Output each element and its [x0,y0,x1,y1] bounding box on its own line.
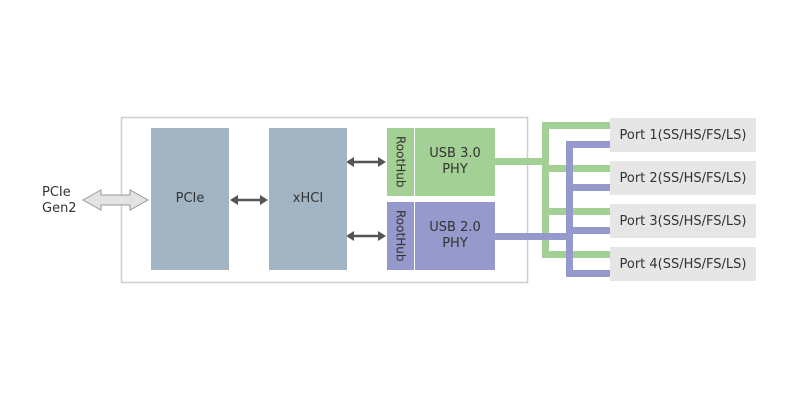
port-3-label: Port 3(SS/HS/FS/LS) [619,213,747,229]
pcie-gen2-label-line2: Gen2 [42,201,77,216]
xhci-usb3-arrow [346,157,386,167]
usb3-phy-block: USB 3.0 PHY [415,128,495,196]
usb3-roothub-label: RootHub [393,136,408,188]
pcie-gen2-label: PCIe Gen2 [42,185,77,217]
port-4-label: Port 4(SS/HS/FS/LS) [619,256,747,272]
port-2: Port 2(SS/HS/FS/LS) [610,161,756,195]
xhci-usb2-arrow [346,231,386,241]
usb2-phy-label-line1: USB 2.0 [429,220,481,235]
port-4: Port 4(SS/HS/FS/LS) [610,247,756,281]
usb2-roothub: RootHub [387,202,414,270]
port-1: Port 1(SS/HS/FS/LS) [610,118,756,152]
port-2-label: Port 2(SS/HS/FS/LS) [619,170,747,186]
usb2-phy-label-line2: PHY [442,236,468,251]
pcie-xhci-arrow [230,195,268,205]
port-3: Port 3(SS/HS/FS/LS) [610,204,756,238]
xhci-block-label: xHCI [292,191,324,206]
usb3-bus-lines [495,122,610,258]
usb3-roothub: RootHub [387,128,414,196]
usb2-phy-block: USB 2.0 PHY [415,202,495,270]
usb2-bus-lines [495,141,610,277]
usb2-roothub-label: RootHub [393,210,408,262]
pcie-block-label: PCIe [175,191,205,206]
port-1-label: Port 1(SS/HS/FS/LS) [619,127,747,143]
usb3-phy-label-line1: USB 3.0 [429,146,481,161]
usb3-phy-label-line2: PHY [442,162,468,177]
xhci-block: xHCI [269,128,347,270]
pcie-external-arrow [81,189,150,211]
pcie-block: PCIe [151,128,229,270]
pcie-gen2-label-line1: PCIe [42,185,71,200]
